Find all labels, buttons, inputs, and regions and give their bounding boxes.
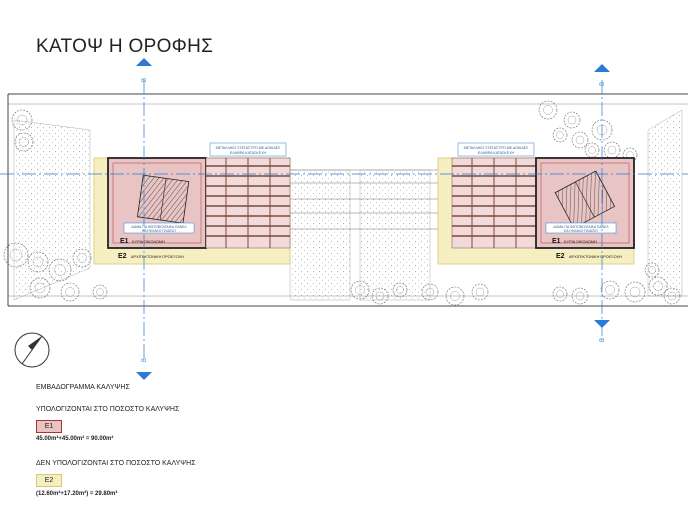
tree-icon	[644, 262, 660, 278]
tree-icon	[648, 276, 668, 296]
tree-canopy-inner	[588, 146, 596, 154]
tree-icon	[663, 287, 681, 305]
landscape-trees	[3, 100, 681, 306]
tree-icon	[371, 287, 389, 305]
right-pergola-label-2: ΕΛΑΦΡΑ ΚΑΤΑΣΚΕΥΗ	[478, 151, 515, 155]
tree-icon	[350, 280, 370, 300]
legend-e1-swatch: E1	[36, 420, 62, 433]
tree-icon	[552, 127, 568, 143]
tree-icon	[392, 282, 408, 298]
tree-canopy-inner	[54, 264, 66, 276]
tree-icon	[48, 258, 72, 282]
tree-icon	[600, 280, 620, 300]
left-pergola-label-1: ΜΕΤΑΛΛΙΚΟ ΣΤΕΓΑΣΤΡΟ ΜΕ ΔΟΚΙΔΕΣ	[216, 146, 282, 150]
tree-canopy-inner	[450, 291, 460, 301]
tree-canopy-inner	[34, 282, 46, 294]
tree-canopy-inner	[605, 285, 615, 295]
tree-canopy-inner	[32, 256, 44, 268]
right-e2-tag: E2	[556, 253, 565, 260]
tree-icon	[421, 283, 439, 301]
tree-canopy-inner	[9, 248, 23, 262]
tree-icon	[571, 131, 589, 149]
left-roof-label-2: ΚΑΙ ΗΛΙΑΚΟ ΠΛΑΙΣΙΟ	[142, 229, 176, 233]
tree-icon	[72, 248, 92, 268]
section-marker-label-4: B	[600, 338, 606, 342]
left-unit: ΜΕΤΑΛΛΙΚΟ ΣΤΕΓΑΣΤΡΟ ΜΕ ΔΟΚΙΔΕΣ ΕΛΑΦΡΑ ΚΑ…	[93, 142, 291, 265]
tree-canopy-inner	[556, 131, 564, 139]
tree-canopy-inner	[396, 286, 404, 294]
right-unit: ΜΕΤΑΛΛΙΚΟ ΣΤΕΓΑΣΤΡΟ ΜΕ ΔΟΚΙΔΕΣ ΕΛΑΦΡΑ ΚΑ…	[437, 142, 635, 265]
legend-e1-calc: 45.00m²+45.00m² = 90.00m²	[36, 436, 114, 442]
drawing-title: ΚΑΤΟΨ Η ΟΡΟΦΗΣ	[36, 36, 214, 57]
right-roof-label-2: ΚΑΙ ΗΛΙΑΚΟ ΠΛΑΙΣΙΟ	[564, 229, 598, 233]
right-solar-panels	[554, 170, 616, 229]
left-solar-panels	[136, 174, 190, 224]
section-lines	[0, 80, 688, 360]
tree-icon	[552, 286, 568, 302]
section-marker-label-1: B	[142, 78, 148, 82]
tree-canopy-inner	[19, 137, 29, 147]
tree-canopy-inner	[543, 105, 553, 115]
tree-canopy-inner	[648, 266, 656, 274]
left-e2-text: ΑΡΧΙΤΕΚΤΟΝΙΚΗ ΠΡΟΕΞΟΧΗ	[131, 255, 184, 259]
section-markers: B B B B	[136, 58, 610, 380]
tree-canopy-inner	[96, 288, 104, 296]
tree-canopy-inner	[629, 286, 641, 298]
tree-canopy-inner	[575, 135, 585, 145]
legend-included-heading: ΥΠΟΛΟΓΙΖΟΝΤΑΙ ΣΤΟ ΠΟΣΟΣΤΟ ΚΑΛΥΨΗΣ	[36, 406, 180, 413]
legend-e2-swatch: E2	[36, 474, 62, 487]
tree-canopy-inner	[556, 290, 564, 298]
right-e1-tag: E1	[552, 238, 561, 245]
right-e1-text: ΚΥΡΙΑ ΟΙΚΟΔΟΜΗ	[564, 240, 597, 244]
tree-icon	[60, 282, 80, 302]
tree-canopy-inner	[575, 291, 585, 301]
tree-canopy-inner	[425, 287, 435, 297]
tree-icon	[471, 283, 489, 301]
right-pergola-label-1: ΜΕΤΑΛΛΙΚΟ ΣΤΕΓΑΣΤΡΟ ΜΕ ΔΟΚΙΔΕΣ	[464, 146, 530, 150]
tree-icon	[92, 284, 108, 300]
tree-canopy-inner	[375, 291, 385, 301]
left-pergola-label-2: ΕΛΑΦΡΑ ΚΑΤΑΣΚΕΥΗ	[230, 151, 267, 155]
tree-icon	[538, 100, 558, 120]
section-marker-label-3: B	[600, 82, 606, 86]
tree-icon	[3, 242, 29, 268]
tree-icon	[591, 119, 613, 141]
tree-icon	[603, 141, 621, 159]
legend-heading: ΕΜΒΑΔΟΓΡΑΜΜΑ ΚΑΛΥΨΗΣ	[36, 384, 130, 391]
tree-canopy-inner	[607, 145, 617, 155]
left-e2-tag: E2	[118, 253, 127, 260]
tree-icon	[445, 286, 465, 306]
left-e1-tag: E1	[120, 238, 129, 245]
tree-icon	[11, 109, 33, 131]
tree-icon	[27, 251, 49, 273]
left-roof-label-1: ΔΩΜΑ ΓΙΑ ΦΩΤΟΒΟΛΤΑΙΚΑ ΠΑΝΕΛ	[131, 225, 187, 229]
tree-canopy-inner	[653, 281, 663, 291]
paving-areas	[13, 109, 683, 301]
tree-icon	[29, 277, 51, 299]
legend-excluded-heading: ΔΕΝ ΥΠΟΛΟΓΙΖΟΝΤΑΙ ΣΤΟ ΠΟΣΟΣΤΟ ΚΑΛΥΨΗΣ	[36, 460, 196, 467]
tree-icon	[563, 111, 581, 129]
tree-canopy-inner	[475, 287, 485, 297]
section-marker-label-2: B	[142, 358, 148, 362]
north-arrow-icon	[14, 332, 50, 368]
tree-canopy-inner	[16, 114, 28, 126]
right-roof-label-1: ΔΩΜΑ ΓΙΑ ΦΩΤΟΒΟΛΤΑΙΚΑ ΠΑΝΕΛ	[553, 225, 609, 229]
tree-canopy-inner	[65, 287, 75, 297]
legend-e2-calc: (12.60m²+17.20m²) = 29.80m²	[36, 491, 118, 497]
tree-canopy-inner	[667, 291, 677, 301]
tree-icon	[571, 287, 589, 305]
tree-icon	[624, 281, 646, 303]
tree-icon	[14, 132, 34, 152]
tree-canopy-inner	[567, 115, 577, 125]
tree-icon	[584, 142, 600, 158]
tree-canopy-inner	[77, 253, 87, 263]
right-e2-text: ΑΡΧΙΤΕΚΤΟΝΙΚΗ ΠΡΟΕΞΟΧΗ	[569, 255, 622, 259]
tree-canopy-inner	[355, 285, 365, 295]
left-e1-text: ΚΥΡΙΑ ΟΙΚΟΔΟΜΗ	[132, 240, 165, 244]
